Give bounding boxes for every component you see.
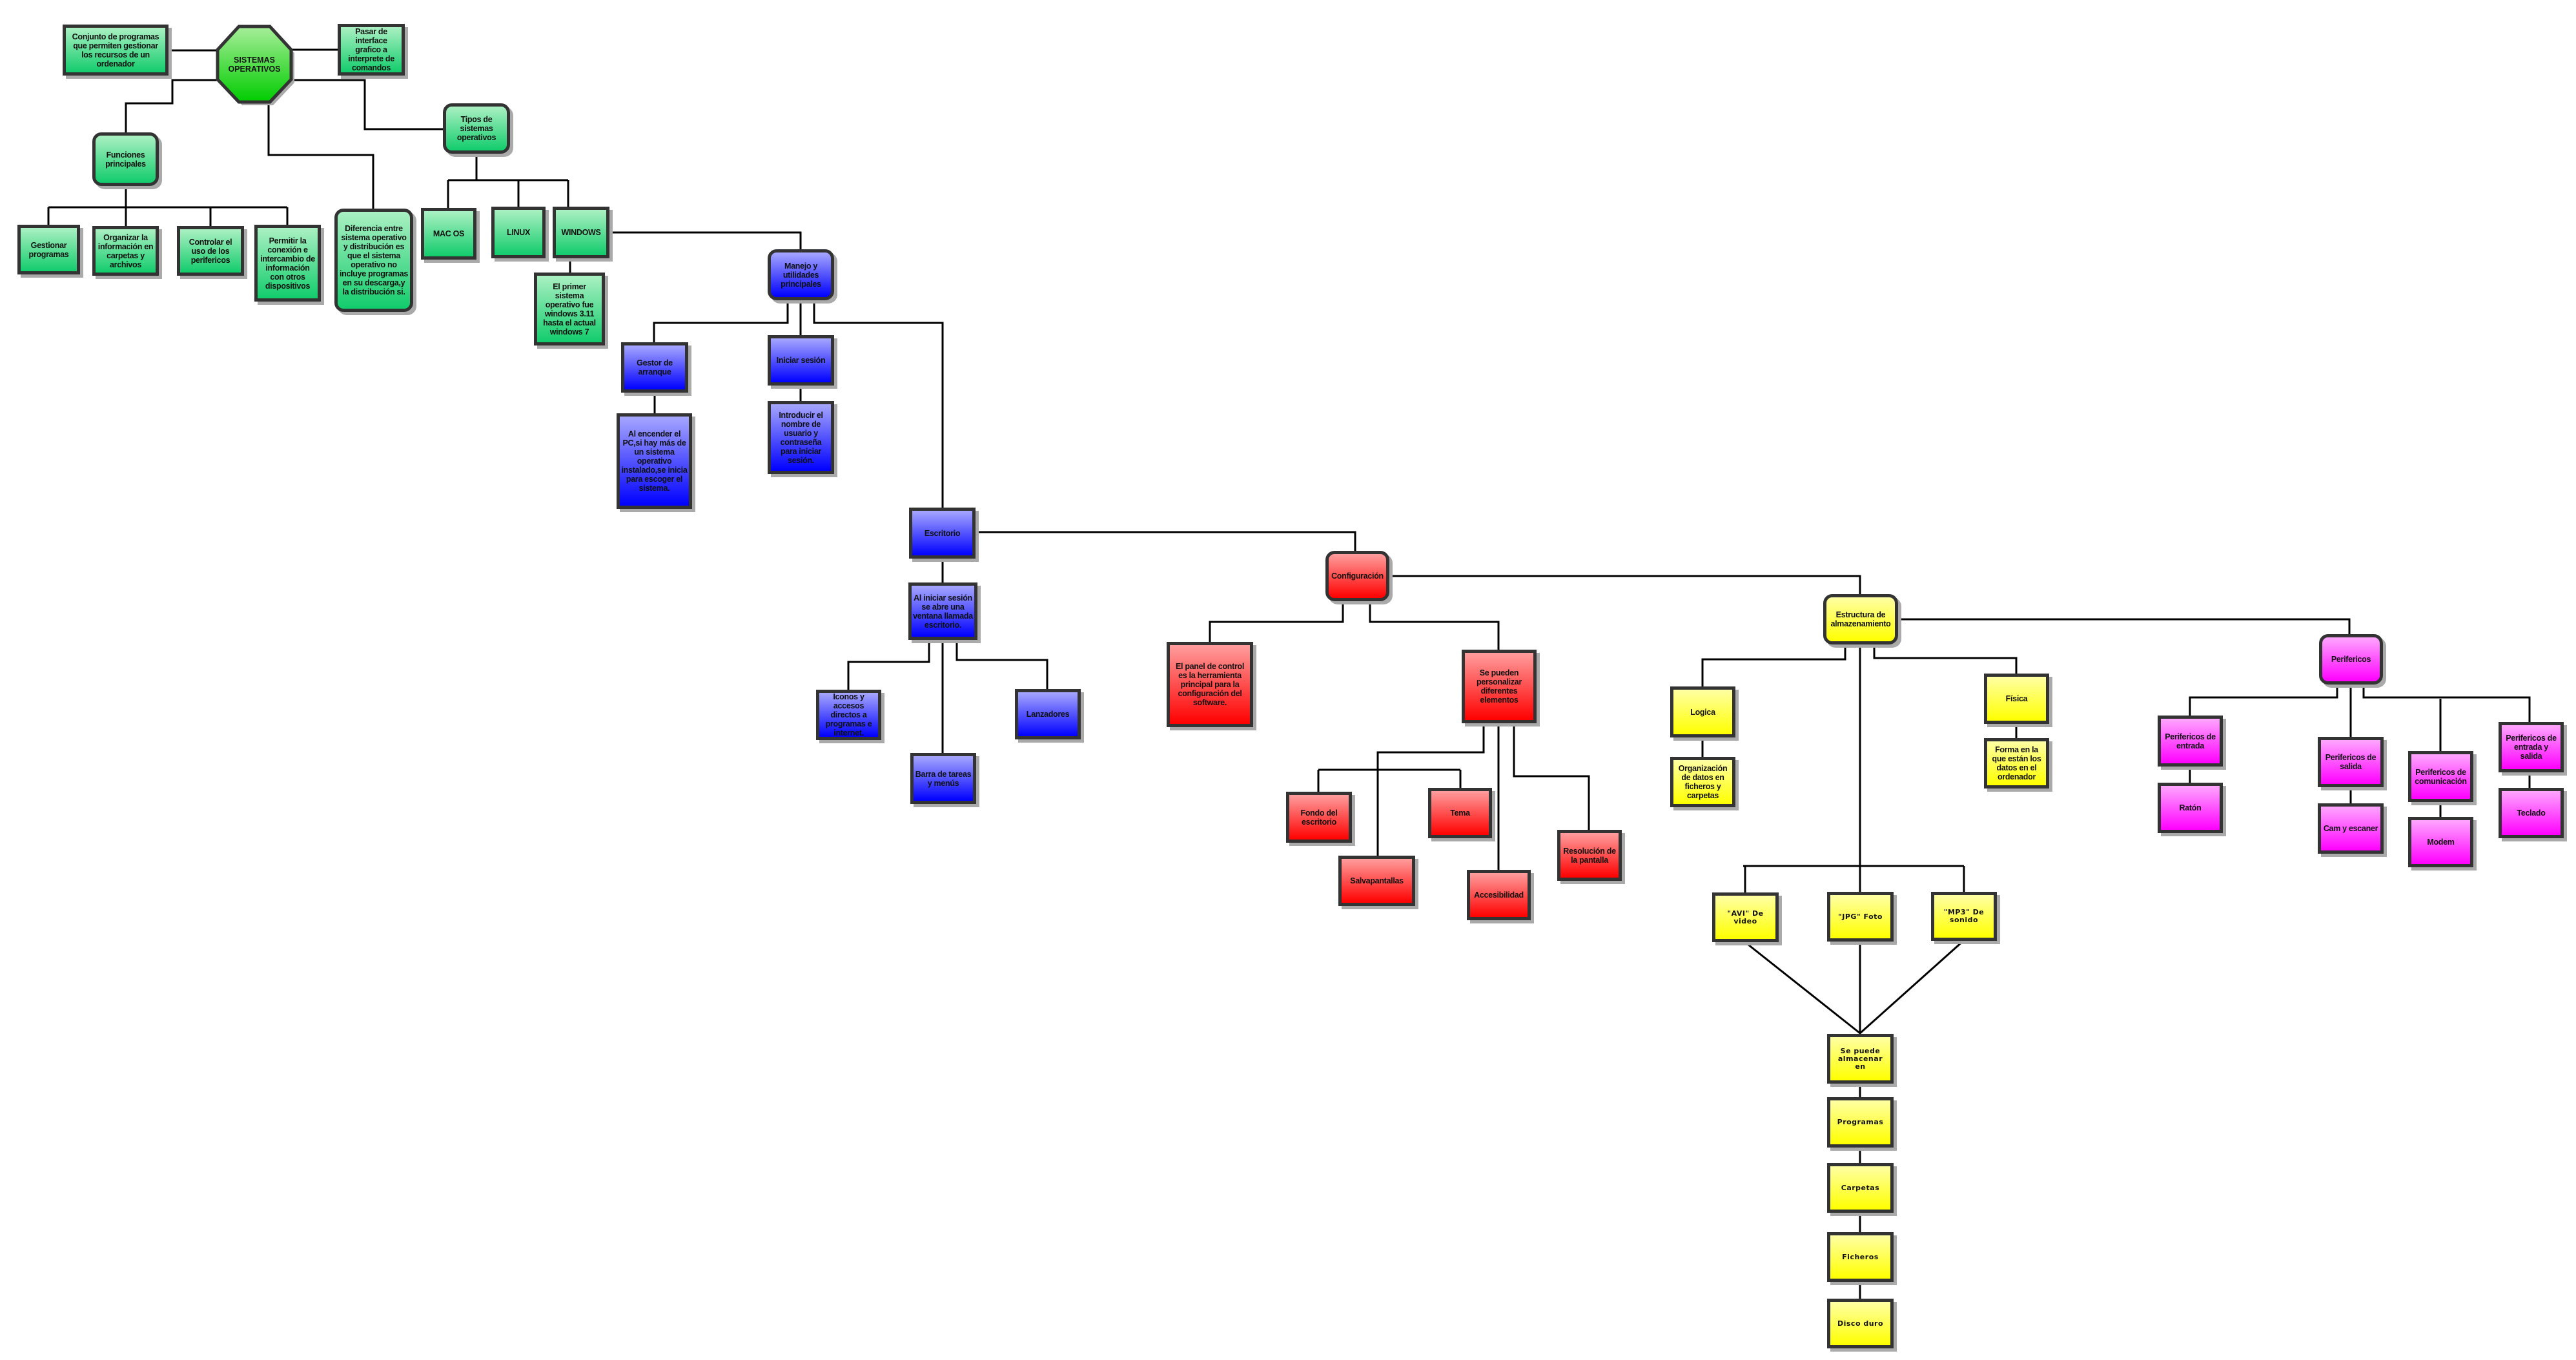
node-comunicacion: Perifericos de comunicación	[2408, 751, 2473, 802]
node-estructura: Estructura de almazenamiento	[1823, 594, 1898, 644]
node-tema: Tema	[1428, 788, 1492, 838]
node-pasar: Pasar de interface grafico a interprete …	[338, 24, 405, 76]
node-tipos: Tipos de sistemas operativos	[443, 103, 510, 154]
node-mp3: "MP3" De sonido	[1931, 892, 1997, 941]
node-al-iniciar: Al iniciar sesión se abre una ventana ll…	[908, 582, 977, 640]
node-carpetas: Carpetas	[1827, 1163, 1894, 1213]
node-definicion: Conjunto de programas que permiten gesti…	[63, 25, 169, 76]
node-modem: Modem	[2408, 817, 2473, 867]
node-funciones: Funciones principales	[92, 132, 159, 186]
node-fisica: Física	[1984, 674, 2049, 724]
node-panel: El panel de control es la herramienta pr…	[1167, 642, 1253, 727]
node-barra: Barra de tareas y menús	[910, 753, 976, 804]
node-primer: El primer sistema operativo fue windows …	[534, 273, 605, 345]
node-windows: WINDOWS	[553, 207, 609, 258]
node-disco: Disco duro	[1827, 1299, 1894, 1348]
node-jpg: "JPG" Foto	[1827, 892, 1894, 942]
node-iconos: Iconos y accesos directos a programas e …	[816, 690, 881, 740]
node-gestor: Gestor de arranque	[621, 342, 688, 393]
node-entrada-salida: Perifericos de entrada y salida	[2499, 722, 2564, 772]
node-iniciar: Iniciar sesión	[768, 335, 834, 386]
root-node-label: SISTEMAS OPERATIVOS	[228, 55, 281, 74]
node-configuracion: Configuración	[1325, 551, 1389, 601]
node-lanzadores: Lanzadores	[1015, 689, 1081, 739]
node-accesibilidad: Accesibilidad	[1467, 870, 1531, 920]
node-entrada: Perifericos de entrada	[2158, 716, 2223, 767]
node-encender: Al encender el PC,si hay más de un siste…	[617, 413, 692, 509]
node-controlar: Controlar el uso de los perifericos	[177, 226, 244, 276]
node-perifericos: Perifericos	[2319, 634, 2383, 685]
node-cam: Cam y escaner	[2318, 803, 2384, 854]
node-teclado: Teclado	[2499, 788, 2564, 838]
node-macos: MAC OS	[421, 208, 476, 260]
node-diferencia: Diferencia entre sistema operativo y dis…	[334, 209, 413, 312]
node-forma: Forma en la que están los datos en el or…	[1984, 738, 2049, 788]
node-resolucion: Resolución de la pantalla	[1557, 830, 1622, 881]
node-linux: LINUX	[491, 207, 546, 258]
node-introducir: Introducir el nombre de usuario y contra…	[768, 401, 834, 474]
node-organizacion: Organización de datos en ficheros y carp…	[1670, 757, 1735, 807]
root-octagon	[216, 25, 293, 104]
node-escritorio: Escritorio	[909, 508, 976, 559]
node-salvapantallas: Salvapantallas	[1338, 856, 1415, 906]
node-logica: Logica	[1670, 686, 1735, 737]
node-fondo: Fondo del escritorio	[1286, 792, 1352, 843]
node-programas: Programas	[1827, 1097, 1894, 1148]
node-organizar: Organizar la información en carpetas y a…	[92, 226, 159, 276]
node-raton: Ratón	[2158, 783, 2223, 833]
node-ficheros: Ficheros	[1827, 1232, 1894, 1282]
node-permitir: Permitir la conexión e intercambio de in…	[254, 225, 321, 302]
node-avi: "AVI" De video	[1712, 892, 1779, 942]
node-gestionar: Gestionar programas	[17, 225, 80, 274]
node-personalizar: Se pueden personalizar diferentes elemen…	[1462, 650, 1537, 723]
node-salida: Perifericos de salida	[2318, 737, 2384, 787]
node-se-puede: Se puede almacenar en	[1827, 1034, 1894, 1084]
node-manejo: Manejo y utilidades principales	[768, 249, 834, 300]
